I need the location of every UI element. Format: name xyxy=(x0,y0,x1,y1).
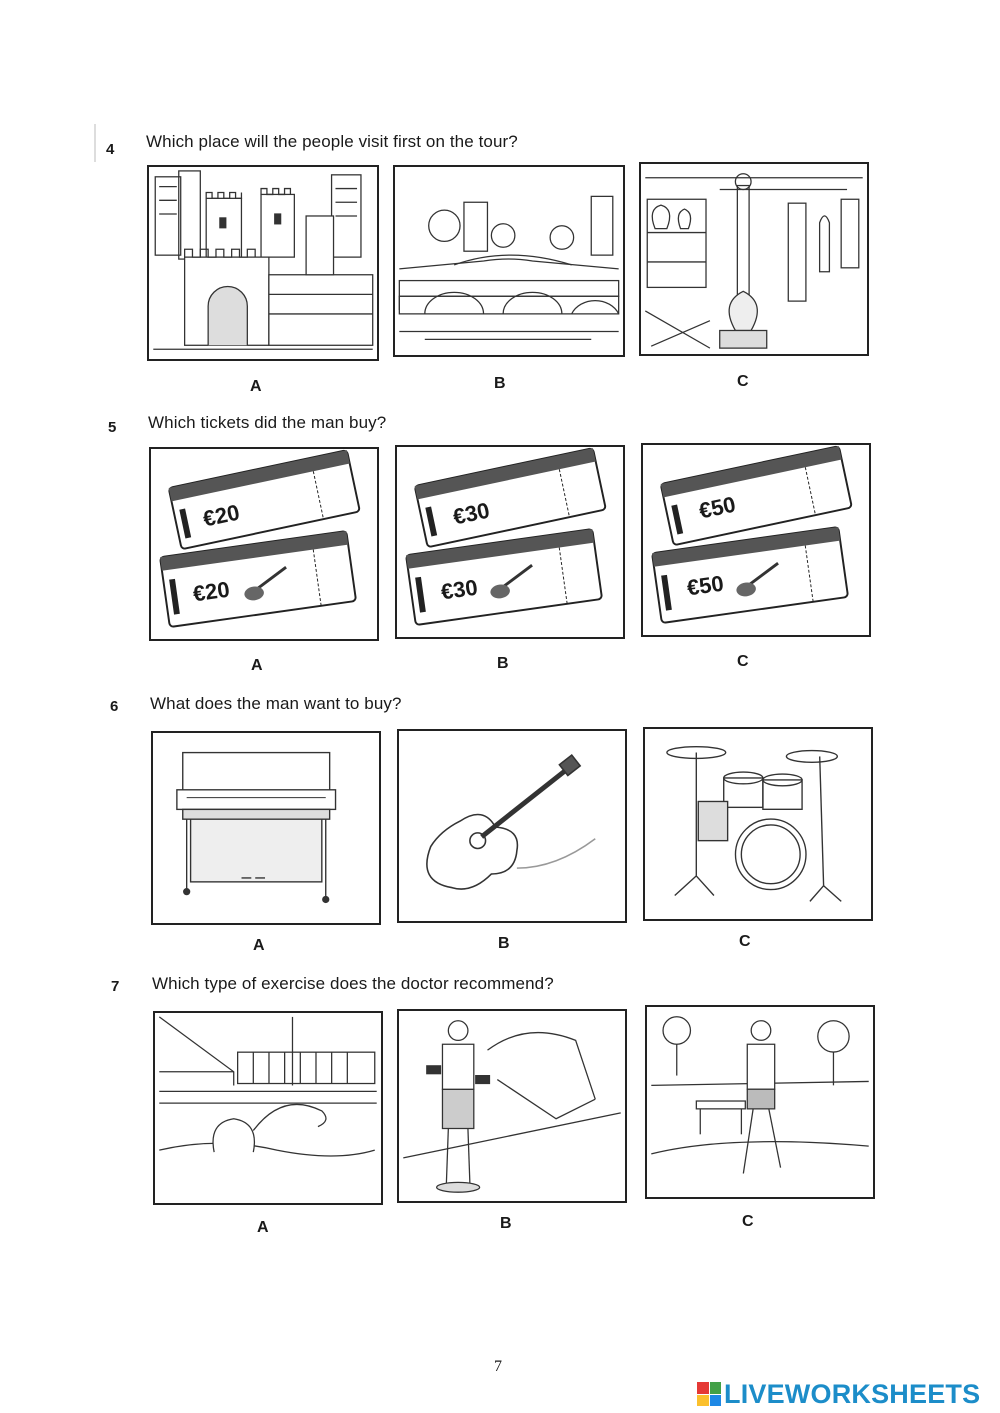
q5-option-c-label: C xyxy=(737,653,749,670)
page-number: 7 xyxy=(494,1358,502,1375)
q5-option-b-label: B xyxy=(497,655,509,672)
question-7-text: Which type of exercise does the doctor r… xyxy=(152,974,554,993)
piano-illustration xyxy=(176,751,337,904)
q5-option-b-picture[interactable]: €30 €30 xyxy=(395,445,625,639)
q6-option-a-picture[interactable] xyxy=(151,731,381,925)
liveworksheets-brand[interactable]: LIVEWORKSHEETS xyxy=(697,1378,981,1409)
q5-option-a-label: A xyxy=(251,657,263,674)
drum-kit-illustration xyxy=(666,745,842,902)
question-6-number: 6 xyxy=(110,698,119,715)
swimming-illustration xyxy=(158,1016,377,1157)
question-7-number: 7 xyxy=(111,978,120,995)
castle-gate-illustration xyxy=(153,170,374,350)
question-4-text: Which place will the people visit first … xyxy=(146,132,518,151)
q7-option-b-picture[interactable] xyxy=(397,1009,627,1203)
question-5-text: Which tickets did the man buy? xyxy=(148,413,387,432)
ticket-price-bottom: €30 xyxy=(439,574,480,605)
guitar-illustration xyxy=(426,753,596,890)
ticket-pair-illustration xyxy=(651,445,853,624)
q7-option-a-label: A xyxy=(257,1219,269,1236)
ticket-pair-illustration xyxy=(405,447,607,626)
q5-option-c-picture[interactable]: €50 €50 xyxy=(641,443,871,637)
brand-name: LIVEWORKSHEETS xyxy=(724,1378,981,1409)
question-4-number: 4 xyxy=(106,141,115,158)
q5-option-a-picture[interactable]: €20 €20 xyxy=(149,447,379,641)
q4-option-a-picture[interactable] xyxy=(147,165,379,361)
liveworksheets-logo-icon xyxy=(697,1382,721,1406)
q6-option-b-label: B xyxy=(498,935,510,952)
q4-option-c-picture[interactable] xyxy=(639,162,869,356)
q4-option-a-label: A xyxy=(250,378,262,395)
q7-option-a-picture[interactable] xyxy=(153,1011,383,1205)
question-5-number: 5 xyxy=(108,419,117,436)
q6-option-b-picture[interactable] xyxy=(397,729,627,923)
ticket-pair-illustration xyxy=(159,449,361,628)
ticket-price-bottom: €50 xyxy=(685,570,726,601)
gym-weights-illustration xyxy=(403,1020,621,1193)
q6-option-c-picture[interactable] xyxy=(643,727,873,921)
margin-mark xyxy=(94,124,96,162)
q7-option-c-label: C xyxy=(742,1213,754,1230)
museum-gallery-illustration xyxy=(644,173,863,349)
q4-option-b-label: B xyxy=(494,375,506,392)
ticket-price-bottom: €20 xyxy=(191,576,232,607)
jogging-park-illustration xyxy=(651,1016,869,1174)
q7-option-c-picture[interactable] xyxy=(645,1005,875,1199)
q7-option-b-label: B xyxy=(500,1215,512,1232)
q4-option-b-picture[interactable] xyxy=(393,165,625,357)
river-bridge-illustration xyxy=(398,195,620,340)
q6-option-a-label: A xyxy=(253,937,265,954)
q6-option-c-label: C xyxy=(739,933,751,950)
question-6-text: What does the man want to buy? xyxy=(150,694,402,713)
q4-option-c-label: C xyxy=(737,373,749,390)
